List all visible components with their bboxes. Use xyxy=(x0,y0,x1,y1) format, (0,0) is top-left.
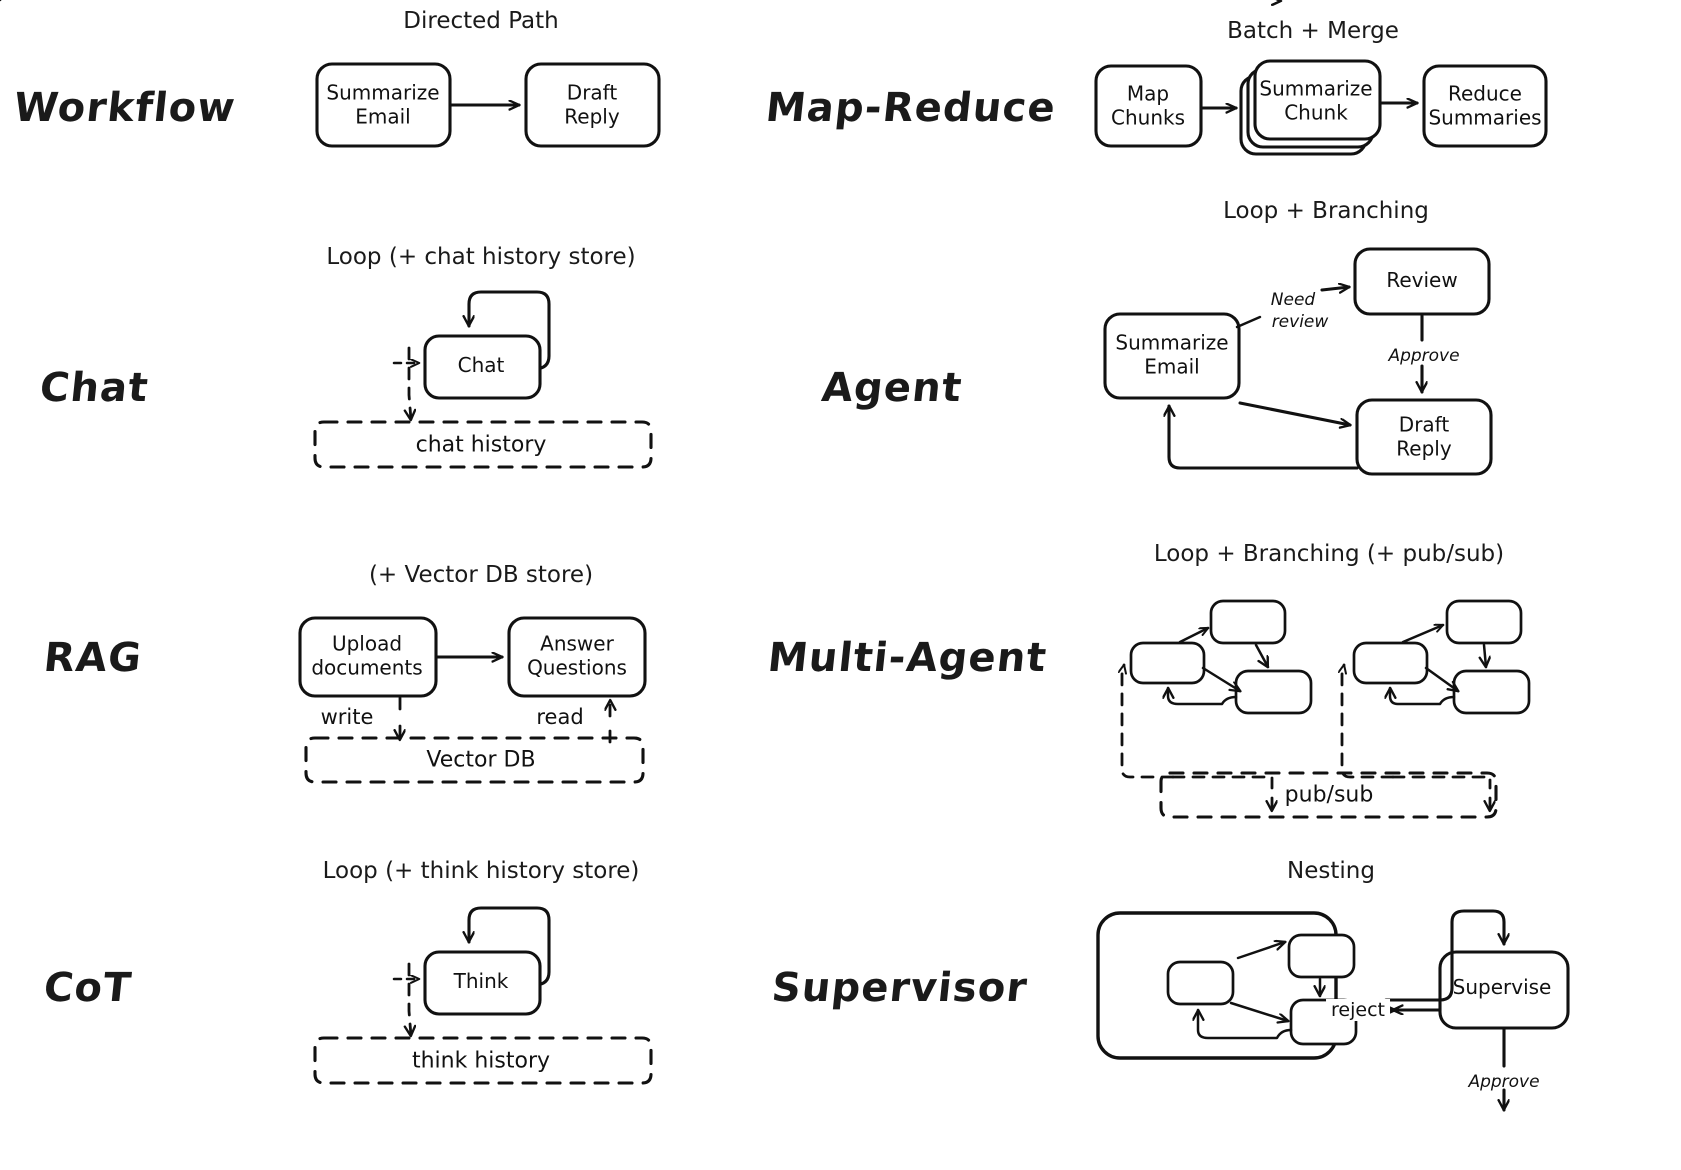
edge-link-a2-a1 xyxy=(1178,626,1208,644)
edge-link-b1-b3 xyxy=(1484,643,1486,669)
store-chat-history[interactable] xyxy=(313,420,653,469)
node-summarize-email-agent[interactable] xyxy=(1103,312,1241,400)
edge-draft-loopback xyxy=(1169,404,1359,470)
store-vector-db[interactable] xyxy=(304,736,645,784)
store-label-pub-sub: pub/sub xyxy=(1284,782,1374,808)
edge-to-review xyxy=(1320,287,1349,290)
edge-label-approve-agent: Approve xyxy=(1388,346,1460,366)
node-label-answer-questions: Answer Questions xyxy=(527,631,627,679)
row-label-supervisor: Supervisor xyxy=(769,965,1030,1011)
leader-need-review xyxy=(1235,315,1262,329)
subgraph-agent-a xyxy=(0,599,1313,811)
panel-chat xyxy=(313,290,653,469)
panel-title-loop-branching: Loop + Branching xyxy=(1223,198,1429,224)
edge-think-self-loop xyxy=(469,906,551,988)
store-label-vector-db: Vector DB xyxy=(426,747,536,773)
node-label-chat: Chat xyxy=(457,353,505,378)
node-label-map-chunks: Map Chunks xyxy=(1111,81,1185,129)
row-label-chat: Chat xyxy=(37,365,152,411)
node-label-summarize-email: Summarize Email xyxy=(326,80,440,128)
edge-link-a1-a3 xyxy=(1254,643,1270,667)
node-label-draft-reply: Draft Reply xyxy=(564,80,620,128)
edge-label-need: Need xyxy=(1270,290,1316,310)
panel-cot xyxy=(313,906,653,1085)
panel-title-directed-path: Directed Path xyxy=(403,8,559,34)
edge-think-history-write xyxy=(409,962,411,1038)
edge-link-a2-a3 xyxy=(1201,666,1240,691)
row-label-workflow: Workflow xyxy=(11,85,239,131)
node-label-supervise: Supervise xyxy=(1452,975,1552,1000)
node-label-reduce-summaries: Reduce Summaries xyxy=(1428,81,1542,129)
edge-link-b3-b2-return xyxy=(1390,686,1456,706)
node-agent-b1[interactable] xyxy=(1445,599,1523,645)
edge-n1-to-n2 xyxy=(1236,942,1285,960)
edge-chat-history-write xyxy=(409,346,411,422)
row-label-multi-agent: Multi-Agent xyxy=(765,635,1050,681)
subgraph-agent-b xyxy=(1342,599,1531,811)
row-label-map-reduce: Map-Reduce xyxy=(763,85,1059,131)
panel-title-loop-chat: Loop (+ chat history store) xyxy=(326,244,636,270)
node-nested-n2[interactable] xyxy=(1287,933,1356,979)
row-label-agent: Agent xyxy=(819,365,965,411)
node-label-summarize-chunk: Summarize Chunk xyxy=(1259,76,1373,124)
node-reduce-summaries[interactable] xyxy=(1422,64,1548,148)
node-label-review: Review xyxy=(1386,268,1458,293)
edge-label-read: read xyxy=(536,705,584,729)
edge-n1-to-n3 xyxy=(1229,1001,1288,1021)
node-agent-a2[interactable] xyxy=(1129,641,1206,685)
node-agent-b2[interactable] xyxy=(1352,641,1429,685)
edge-label-write: write xyxy=(320,705,374,729)
panel-title-loop-think: Loop (+ think history store) xyxy=(322,858,640,884)
row-label-cot: CoT xyxy=(41,965,135,1011)
node-chat[interactable] xyxy=(423,334,542,400)
node-summarize-chunk[interactable] xyxy=(1253,59,1382,141)
edge-label-approve-supervisor: Approve xyxy=(1468,1072,1540,1092)
store-pub-sub[interactable] xyxy=(1159,771,1498,819)
edge-label-review: review xyxy=(1271,312,1329,332)
node-label-summarize-email-agent: Summarize Email xyxy=(1115,330,1229,378)
edge-a-dashed-out xyxy=(1171,775,1272,811)
panel-workflow xyxy=(315,62,661,148)
panel-rag xyxy=(298,616,647,784)
node-agent-a1[interactable] xyxy=(1209,599,1287,645)
node-label-draft-reply-agent: Draft Reply xyxy=(1396,412,1452,460)
edge-link-a3-a2-return xyxy=(1168,686,1238,706)
store-think-history[interactable] xyxy=(313,1036,653,1085)
node-label-think: Think xyxy=(453,969,509,994)
edge-label-reject: reject xyxy=(1326,999,1390,1021)
edge-link-b2-b1 xyxy=(1401,625,1443,644)
panel-map-reduce xyxy=(1094,59,1548,156)
node-agent-a3[interactable] xyxy=(1234,669,1313,715)
store-label-chat-history: chat history xyxy=(415,432,547,458)
edge-group-to-supervise xyxy=(1384,909,1504,1002)
panel-title-vector-db: (+ Vector DB store) xyxy=(368,562,594,588)
node-agent-b3[interactable] xyxy=(1452,669,1531,715)
row-label-rag: RAG xyxy=(41,635,145,681)
node-map-chunks[interactable] xyxy=(1094,64,1203,148)
edge-n3-to-n1-return xyxy=(1198,1008,1293,1040)
node-label-upload-documents: Upload documents xyxy=(311,631,423,679)
store-label-think-history: think history xyxy=(411,1048,551,1074)
panel-title-batch-merge: Batch + Merge xyxy=(1227,18,1399,44)
panel-agent xyxy=(1103,247,1493,476)
node-answer-questions[interactable] xyxy=(507,616,647,698)
edge-chat-self-loop xyxy=(469,290,551,372)
node-nested-n1[interactable] xyxy=(1166,960,1235,1006)
node-review[interactable] xyxy=(1353,247,1491,316)
panel-multi-agent xyxy=(0,599,1531,819)
panel-title-nesting: Nesting xyxy=(1287,858,1375,884)
node-draft-reply[interactable] xyxy=(524,62,661,148)
edge-summarize-to-draft-agent xyxy=(1238,401,1350,425)
node-think[interactable] xyxy=(423,950,542,1016)
edge-a-dashed-in xyxy=(1122,663,1175,779)
edge-b-dashed-out xyxy=(1391,775,1490,811)
edge-link-b2-b3 xyxy=(1424,666,1458,691)
panel-title-loop-branch-pub: Loop + Branching (+ pub/sub) xyxy=(1153,541,1505,567)
